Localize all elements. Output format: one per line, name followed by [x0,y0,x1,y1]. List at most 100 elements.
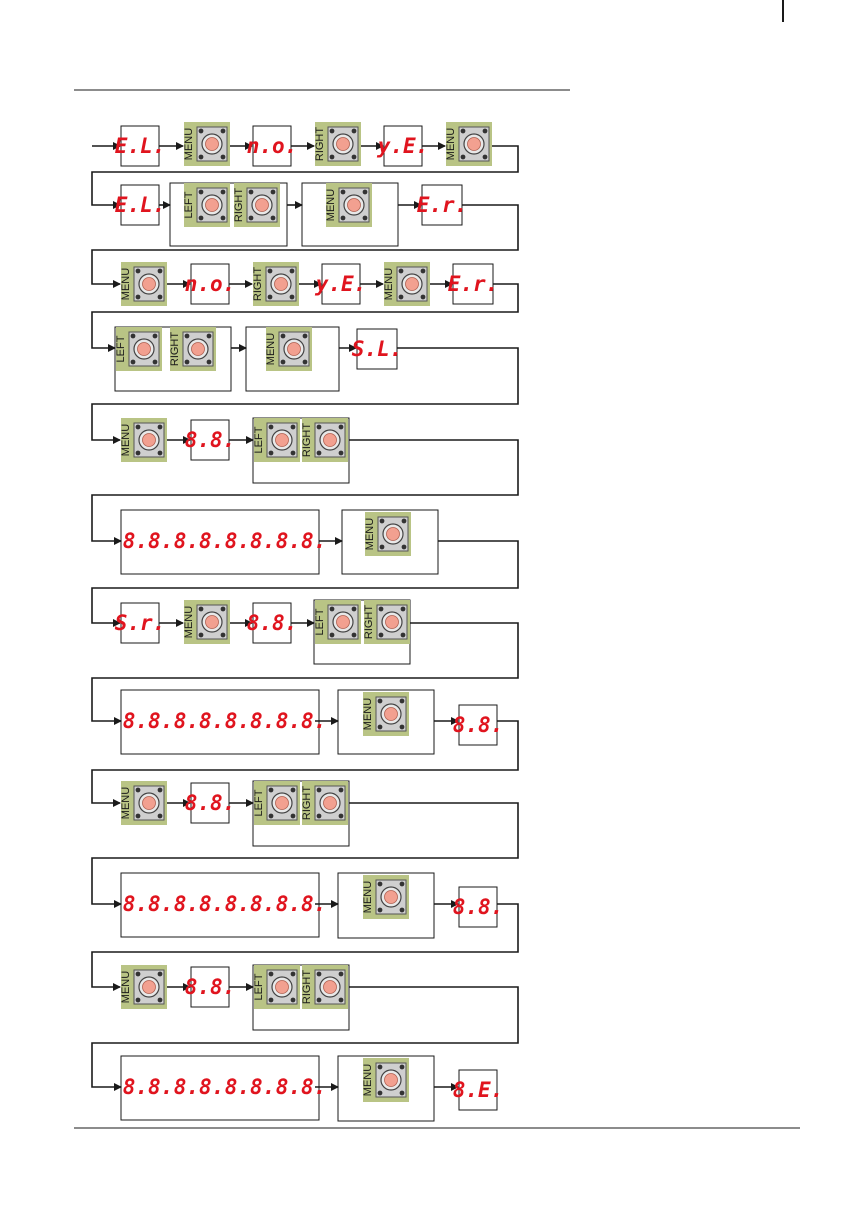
display-r7-start-frame [120,602,160,644]
button-menu-r2-screw-0 [340,189,346,195]
button-right-r5[interactable]: RIGHT [301,418,348,462]
button-menu-r11-label: MENU [120,971,132,1003]
display-r10-digit-0-text: 8.8. [123,892,174,916]
display-r3-end: E.r. [448,263,498,305]
button-menu-r1b[interactable]: MENU [445,122,492,166]
button-left-r5-screw-3 [290,450,296,456]
button-right-r4-cap-center [191,342,205,356]
button-right-r2-screw-3 [270,215,276,221]
button-menu-r6-screw-1 [401,518,407,524]
button-menu-r11[interactable]: MENU [120,965,167,1009]
button-right-r5-screw-2 [316,450,322,456]
display-r12-digit-1-text: 8.8. [174,1075,225,1099]
button-right-r2-cap-center [255,198,269,212]
display-r6-digit-2-text: 8.8. [225,529,276,553]
button-menu-r12-screw-1 [399,1064,405,1070]
button-menu-r3a-screw-2 [135,294,141,300]
button-left-r5[interactable]: LEFT [253,418,300,462]
button-right-r11-screw-3 [338,997,344,1003]
button-left-r4-screw-1 [152,333,158,339]
button-right-r3-cap-center [274,277,288,291]
button-menu-r6-label: MENU [364,518,376,550]
button-right-r3-screw-2 [267,294,273,300]
button-menu-r9-label: MENU [120,787,132,819]
display-r4-end: S.L. [352,328,402,370]
group-r9-leftright [252,780,350,847]
button-menu-r1b-screw-3 [482,154,488,160]
button-menu-r6[interactable]: MENU [364,512,411,556]
button-menu-r1a-label: MENU [183,128,195,160]
button-right-r11[interactable]: RIGHT [301,965,348,1009]
display-r12-digit-2: 8.8. [225,1075,276,1099]
button-right-r4[interactable]: RIGHT [169,327,216,371]
button-menu-r1b-screw-1 [482,128,488,134]
button-menu-r8-screw-0 [377,698,383,704]
flow-connectors [91,142,519,1091]
button-left-r11-cap-center [275,980,289,994]
button-right-r1[interactable]: RIGHT [314,122,361,166]
button-menu-r2[interactable]: MENU [325,183,372,227]
display-r9-text: 8.8. [185,791,236,815]
wire-r6-r7 [91,540,519,627]
button-right-r7-screw-0 [378,606,384,612]
button-menu-r3b-screw-1 [420,268,426,274]
button-menu-r4-screw-1 [302,333,308,339]
display-r2-end-frame [421,184,463,226]
button-menu-r4-cap-center [287,342,301,356]
button-menu-r7-cap-center [205,615,219,629]
button-menu-r8-label: MENU [362,698,374,730]
button-menu-r2-label: MENU [325,189,337,221]
button-left-r9[interactable]: LEFT [253,781,300,825]
button-menu-r1b-screw-2 [460,154,466,160]
button-menu-r4[interactable]: MENU [265,327,312,371]
display-r12-end-frame [458,1069,498,1111]
button-right-r7-screw-1 [400,606,406,612]
button-right-r9[interactable]: RIGHT [301,781,348,825]
button-menu-r1b-cap-center [467,137,481,151]
button-menu-r3b[interactable]: MENU [383,262,430,306]
display-r4-end-frame [356,328,398,370]
display-r2-start: E.L. [115,184,165,226]
button-menu-r5-screw-3 [157,450,163,456]
button-left-r4[interactable]: LEFT [115,327,162,371]
button-right-r3-screw-1 [289,268,295,274]
button-right-r7[interactable]: RIGHT [363,600,410,644]
button-right-r4-screw-1 [206,333,212,339]
button-right-r5-screw-3 [338,450,344,456]
button-menu-r10[interactable]: MENU [362,875,409,919]
button-menu-r1b-label: MENU [445,128,457,160]
display-r6-digit-1: 8.8. [174,529,225,553]
button-right-r9-screw-1 [338,787,344,793]
button-menu-r1a[interactable]: MENU [183,122,230,166]
button-right-r3[interactable]: RIGHT [252,262,299,306]
button-menu-r5[interactable]: MENU [120,418,167,462]
display-r12-digit-0-text: 8.8. [123,1075,174,1099]
button-right-r2-label: RIGHT [233,188,245,223]
group-r11-leftright [252,964,350,1031]
button-menu-r3a[interactable]: MENU [120,262,167,306]
button-menu-r3a-screw-3 [157,294,163,300]
button-menu-r12[interactable]: MENU [362,1058,409,1102]
button-menu-r7-screw-3 [220,632,226,638]
button-menu-r7-screw-1 [220,606,226,612]
button-menu-r5-screw-0 [135,424,141,430]
button-left-r11-screw-0 [268,971,274,977]
button-menu-r10-screw-0 [377,881,383,887]
button-menu-r8[interactable]: MENU [362,692,409,736]
group-r10-menu [337,872,435,939]
display-r8-digit-1: 8.8. [174,709,225,733]
button-menu-r2-screw-1 [362,189,368,195]
display-r11-text: 8.8. [185,975,236,999]
button-right-r2[interactable]: RIGHT [233,183,280,227]
button-left-r11[interactable]: LEFT [253,965,300,1009]
button-left-r4-label: LEFT [115,335,127,362]
group-r8-menu [337,689,435,755]
button-menu-r3b-screw-2 [398,294,404,300]
button-left-r7[interactable]: LEFT [314,600,361,644]
button-left-r5-screw-0 [268,424,274,430]
button-menu-r7[interactable]: MENU [183,600,230,644]
button-menu-r4-screw-0 [280,333,286,339]
button-left-r11-label: LEFT [253,973,265,1000]
button-menu-r9[interactable]: MENU [120,781,167,825]
button-left-r2[interactable]: LEFT [183,183,230,227]
